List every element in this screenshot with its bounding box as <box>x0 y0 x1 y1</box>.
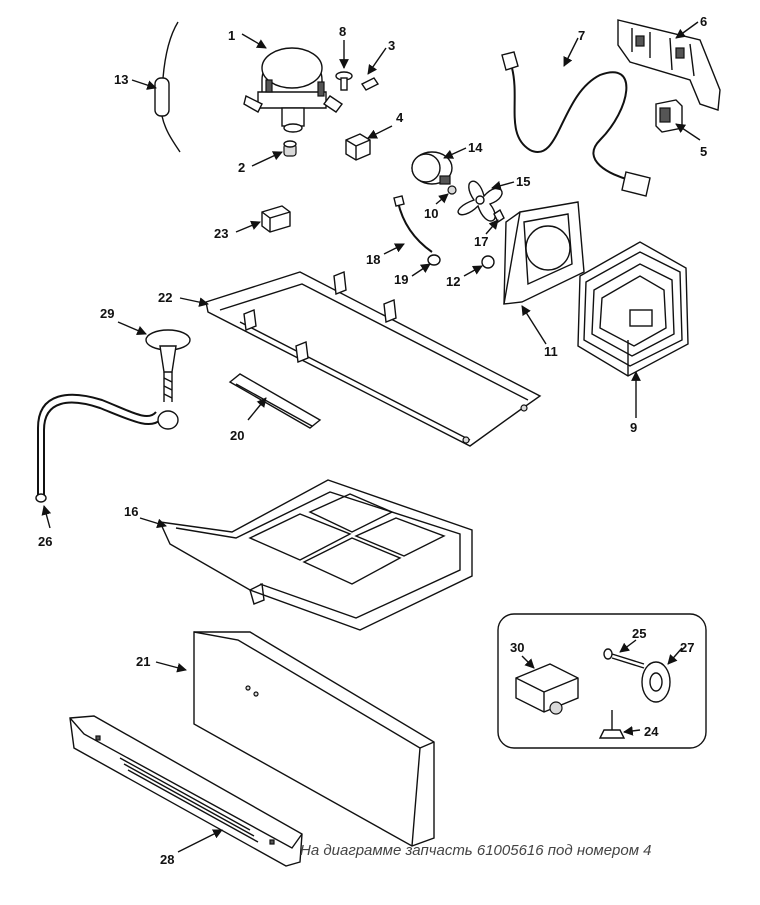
part-1-compressor <box>243 47 344 133</box>
part-30-roller-assembly <box>515 663 579 715</box>
callout-25: 25 <box>632 626 646 641</box>
callout-30: 30 <box>510 640 524 655</box>
callout-labels: 1 2 3 4 5 6 7 8 9 10 11 12 13 14 15 16 1… <box>38 14 707 867</box>
part-24-leveling-leg <box>598 710 626 739</box>
part-8-screw <box>335 71 353 91</box>
callout-12: 12 <box>446 274 460 289</box>
callout-9: 9 <box>630 420 637 435</box>
part-26-drain-tube <box>35 393 179 503</box>
part-4-relay <box>345 133 371 161</box>
part-21-panel <box>193 631 435 847</box>
part-11-fan-shroud <box>503 201 585 305</box>
part-16-drain-pan <box>158 479 473 631</box>
callout-26: 26 <box>38 534 52 549</box>
callout-18: 18 <box>366 252 380 267</box>
part-12-grommet <box>481 255 495 269</box>
callout-6: 6 <box>700 14 707 29</box>
part-14-fan-motor <box>411 151 453 185</box>
callout-10: 10 <box>424 206 438 221</box>
callout-23: 23 <box>214 226 228 241</box>
part-18-strap <box>393 195 433 253</box>
callout-22: 22 <box>158 290 172 305</box>
callout-3: 3 <box>388 38 395 53</box>
part-28-grille <box>69 715 303 867</box>
callout-29: 29 <box>100 306 114 321</box>
callout-28: 28 <box>160 852 174 867</box>
callout-14: 14 <box>468 140 483 155</box>
part-20-strip <box>228 373 322 429</box>
inset-box <box>497 613 707 749</box>
part-17-clip <box>493 208 505 224</box>
part-10-nut <box>447 185 457 195</box>
part-5-switch <box>655 99 683 133</box>
part-6-bracket <box>617 19 721 111</box>
callout-4: 4 <box>396 110 404 125</box>
part-22-panel <box>205 271 542 447</box>
callout-8: 8 <box>339 24 346 39</box>
part-23-switch <box>261 205 291 233</box>
part-25-bolt <box>603 648 645 669</box>
callout-16: 16 <box>124 504 138 519</box>
callout-2: 2 <box>238 160 245 175</box>
callout-27: 27 <box>680 640 694 655</box>
part-7-power-cord <box>501 51 651 197</box>
callout-15: 15 <box>516 174 530 189</box>
callout-5: 5 <box>700 144 707 159</box>
part-3-clip <box>360 77 380 91</box>
part-13-filter-drier <box>154 21 181 153</box>
leader-lines <box>41 21 701 853</box>
callout-13: 13 <box>114 72 128 87</box>
callout-7: 7 <box>578 28 585 43</box>
part-2-grommet <box>283 140 297 157</box>
callout-19: 19 <box>394 272 408 287</box>
part-9-evaporator <box>577 241 689 377</box>
callout-21: 21 <box>136 654 150 669</box>
callout-17: 17 <box>474 234 488 249</box>
callout-24: 24 <box>644 724 659 739</box>
callout-11: 11 <box>544 344 558 359</box>
callout-20: 20 <box>230 428 244 443</box>
part-27-wheel <box>641 661 671 703</box>
diagram-caption: На диаграмме запчасть 61005616 под номер… <box>300 842 652 859</box>
part-29-drain-funnel <box>145 329 191 402</box>
callout-1: 1 <box>228 28 235 43</box>
part-15-fan-blade <box>457 180 503 222</box>
part-19-grommet <box>427 254 441 266</box>
